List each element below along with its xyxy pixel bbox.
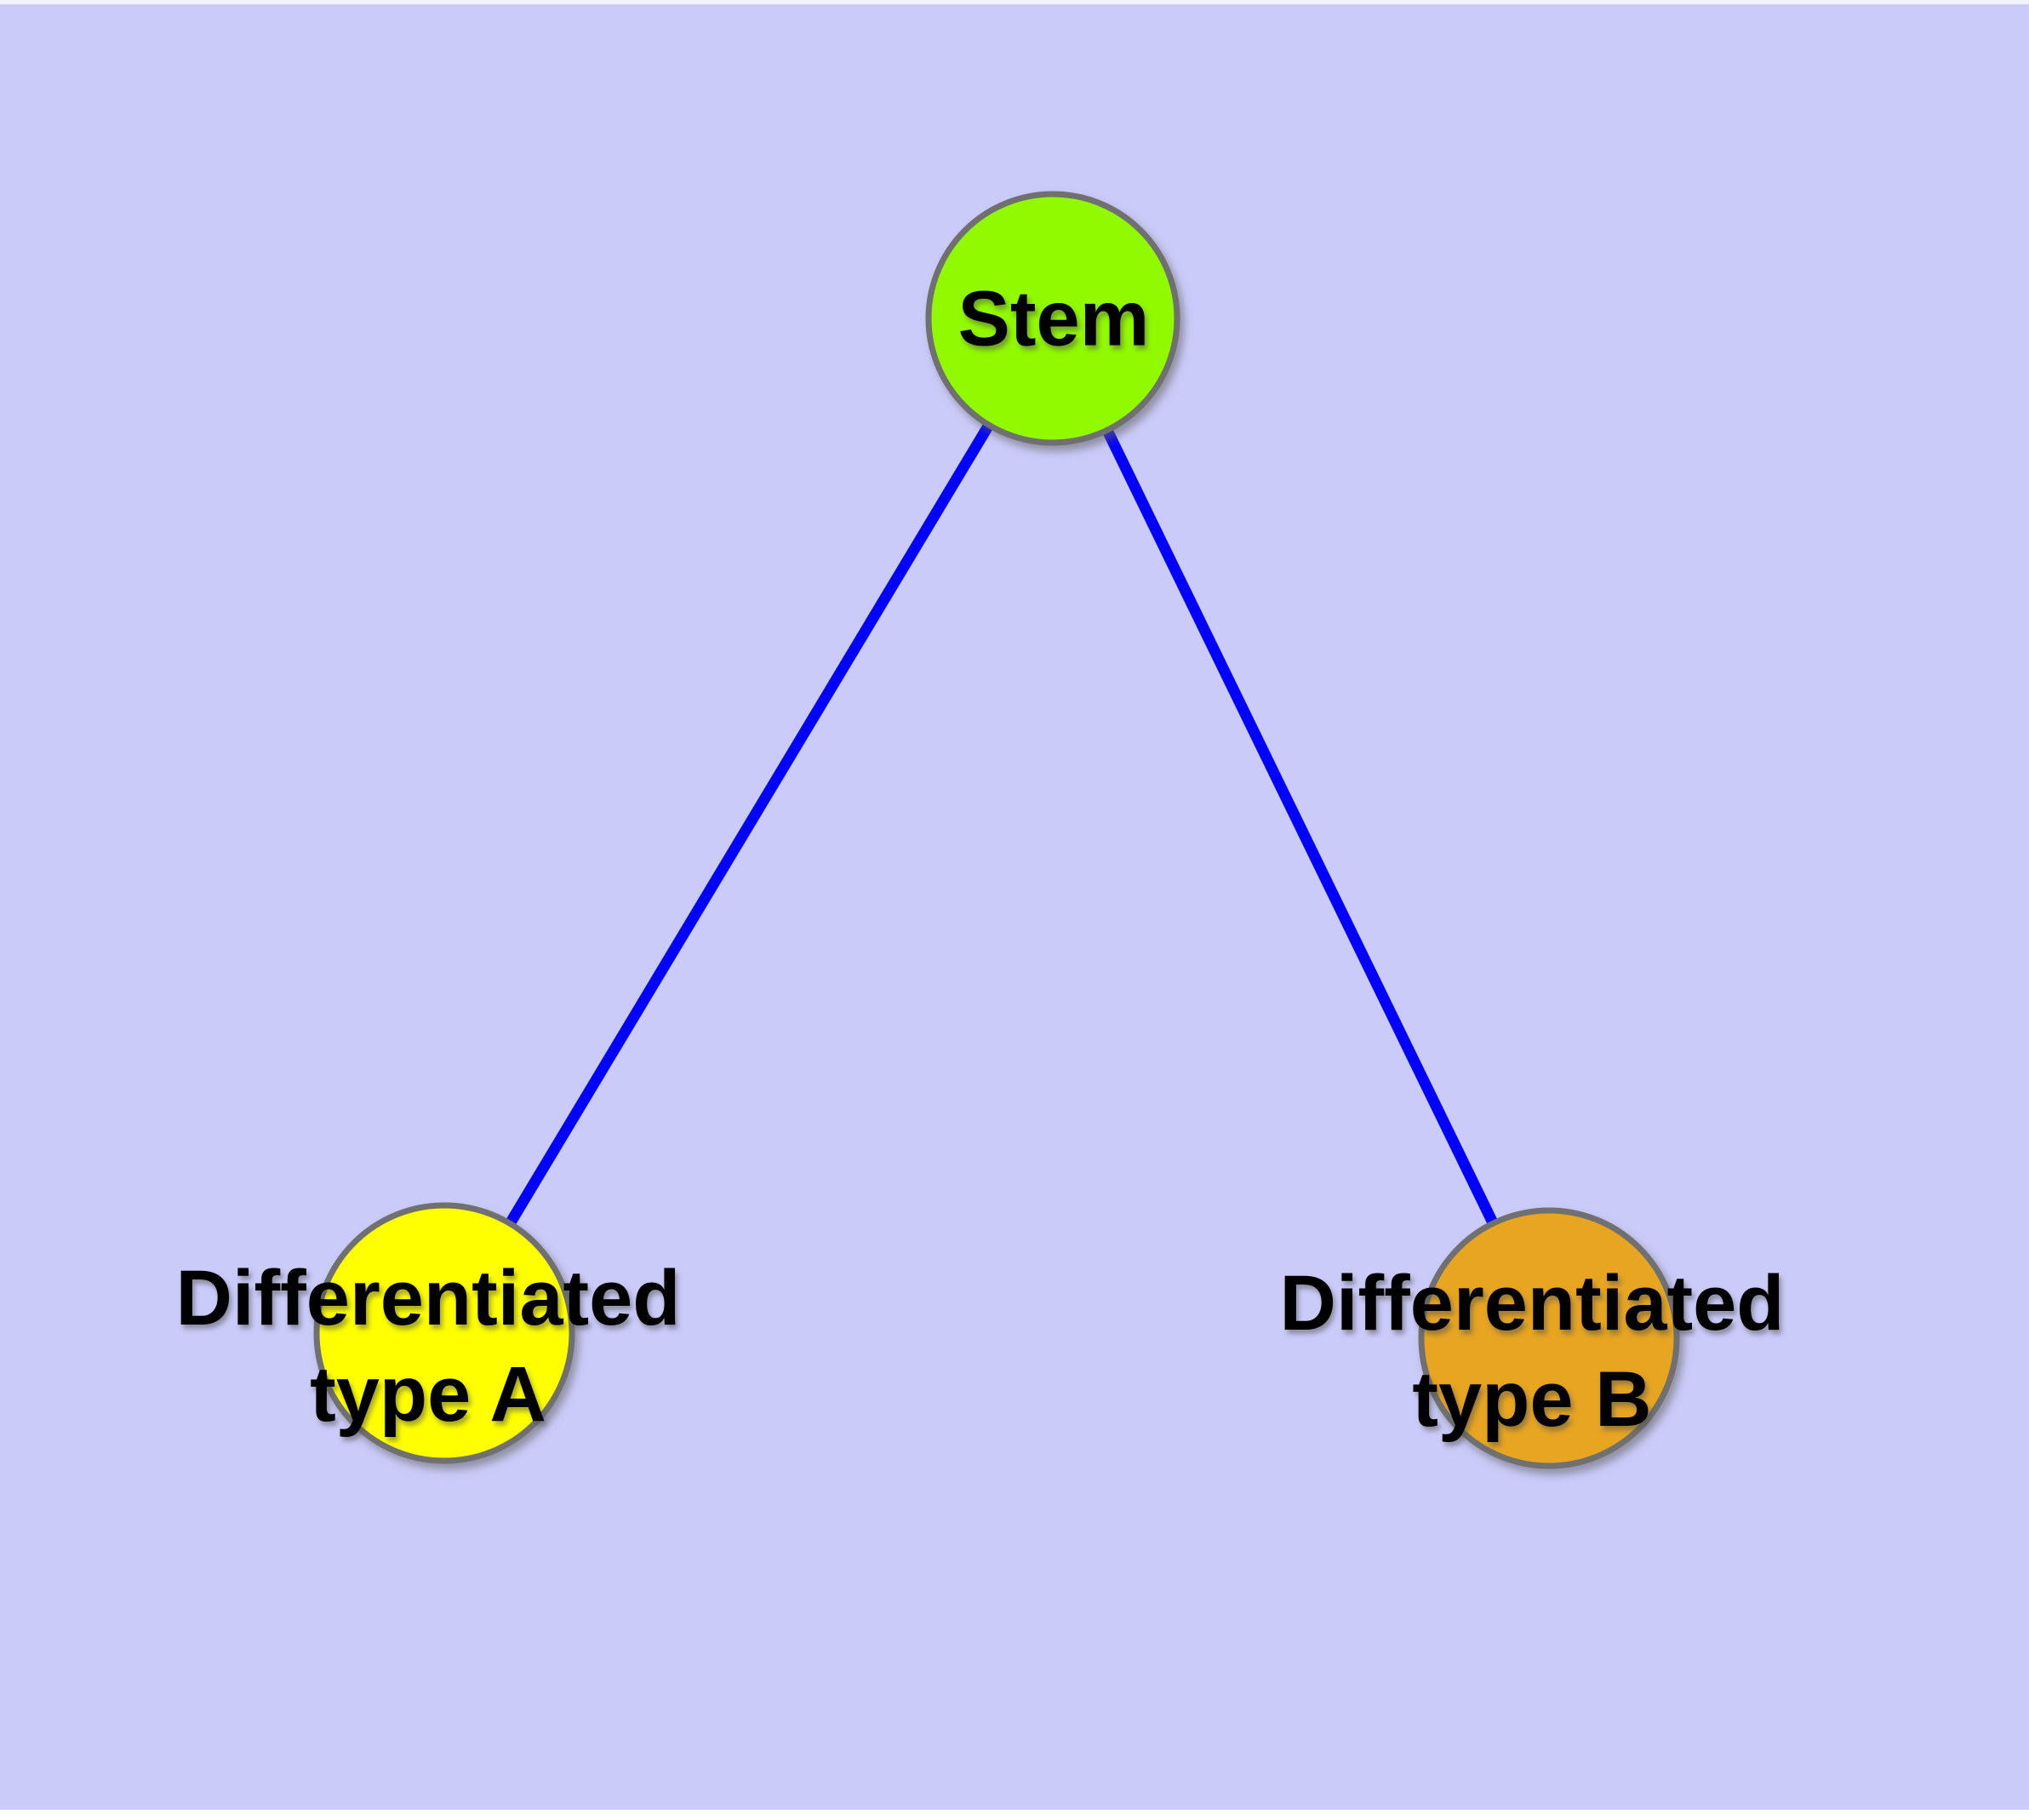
node-type-a-label-line1: Differentiated [175,1255,681,1342]
node-stem-circle [925,191,1180,446]
node-type-a-label-line2: type A [310,1351,546,1438]
bottom-margin-strip [0,1810,2029,1820]
node-type-b-label: Differentiated type B [1280,1256,1785,1448]
node-type-b-label-line2: type B [1412,1356,1652,1443]
node-type-b-circle [1418,1207,1680,1469]
node-stem-label-line: Stem [957,275,1150,363]
node-type-b-label-line1: Differentiated [1279,1260,1785,1347]
edge-stem-to-type-b [1048,316,1554,1341]
edge-stem-to-type-a [439,315,1058,1336]
node-type-a-label: Differentiated type A [176,1251,681,1443]
node-stem-label: Stem [958,272,1150,368]
top-margin-strip [0,0,2029,4]
node-type-a-circle [313,1202,575,1464]
